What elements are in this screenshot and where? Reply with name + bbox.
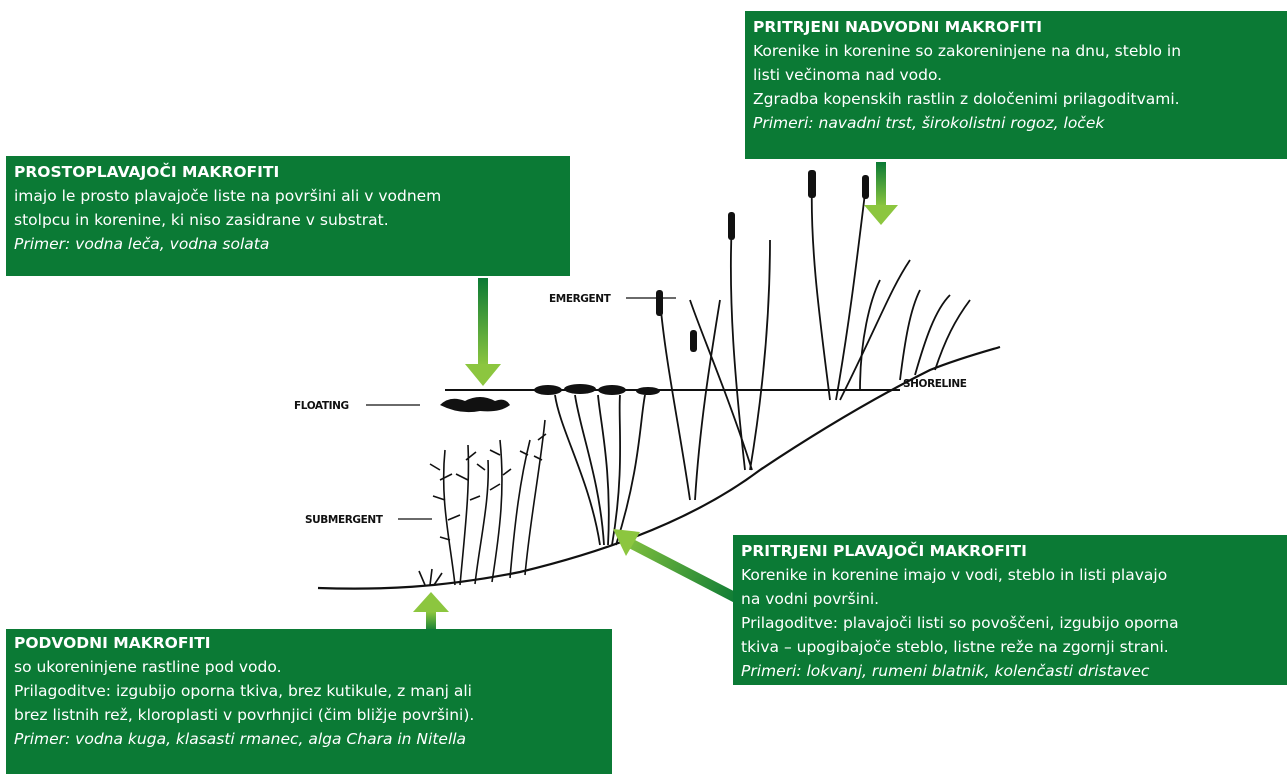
box-emergent-macrophytes: PRITRJENI NADVODNI MAKROFITI Korenike in… (745, 11, 1287, 159)
box-free-floating-example: Primer: vodna leča, vodna solata (14, 232, 562, 256)
label-submergent: SUBMERGENT (305, 514, 384, 526)
box-submerged-line-2: Prilagoditve: izgubijo oporna tkiva, bre… (14, 679, 604, 703)
label-shoreline: SHORELINE (903, 378, 967, 390)
emergent-plants (660, 180, 970, 500)
label-floating: FLOATING (294, 400, 349, 412)
box-emergent-line-1: Korenike in korenine so zakoreninjene na… (753, 39, 1279, 63)
floating-leaved-plants (555, 395, 645, 545)
box-attached-floating-line-2: na vodni površini. (741, 587, 1279, 611)
box-free-floating-line-1: imajo le prosto plavajoče liste na površ… (14, 184, 562, 208)
box-attached-floating-line-3: Prilagoditve: plavajoči listi so povošče… (741, 611, 1279, 635)
arrow-emergent (864, 162, 898, 225)
box-submerged-line-1: so ukoreninjene rastline pod vodo. (14, 655, 604, 679)
box-emergent-line-3: Zgradba kopenskih rastlin z določenimi p… (753, 87, 1279, 111)
box-free-floating-title: PROSTOPLAVAJOČI MAKROFITI (14, 160, 562, 184)
submergent-plants (419, 420, 546, 585)
box-submerged-line-3: brez listnih rež, kloroplasti v povrhnji… (14, 703, 604, 727)
box-emergent-title: PRITRJENI NADVODNI MAKROFITI (753, 15, 1279, 39)
box-free-floating-macrophytes: PROSTOPLAVAJOČI MAKROFITI imajo le prost… (6, 156, 570, 276)
cattail-heads (656, 170, 869, 352)
label-emergent: EMERGENT (549, 293, 612, 305)
box-submerged-title: PODVODNI MAKROFITI (14, 631, 604, 655)
box-attached-floating-macrophytes: PRITRJENI PLAVAJOČI MAKROFITI Korenike i… (733, 535, 1287, 685)
box-submerged-example: Primer: vodna kuga, klasasti rmanec, alg… (14, 727, 604, 751)
box-submerged-macrophytes: PODVODNI MAKROFITI so ukoreninjene rastl… (6, 629, 612, 774)
floating-leaves (440, 384, 660, 412)
box-attached-floating-line-4: tkiva – upogibajoče steblo, listne reže … (741, 635, 1279, 659)
arrow-free-floating (465, 278, 501, 386)
box-emergent-example: Primeri: navadni trst, širokolistni rogo… (753, 111, 1279, 135)
box-free-floating-line-2: stolpcu in korenine, ki niso zasidrane v… (14, 208, 562, 232)
box-attached-floating-title: PRITRJENI PLAVAJOČI MAKROFITI (741, 539, 1279, 563)
arrow-submerged (413, 592, 449, 632)
box-attached-floating-line-1: Korenike in korenine imajo v vodi, stebl… (741, 563, 1279, 587)
box-attached-floating-example: Primeri: lokvanj, rumeni blatnik, kolenč… (741, 659, 1279, 683)
arrow-attached-floating (613, 529, 740, 600)
box-emergent-line-2: listi večinoma nad vodo. (753, 63, 1279, 87)
